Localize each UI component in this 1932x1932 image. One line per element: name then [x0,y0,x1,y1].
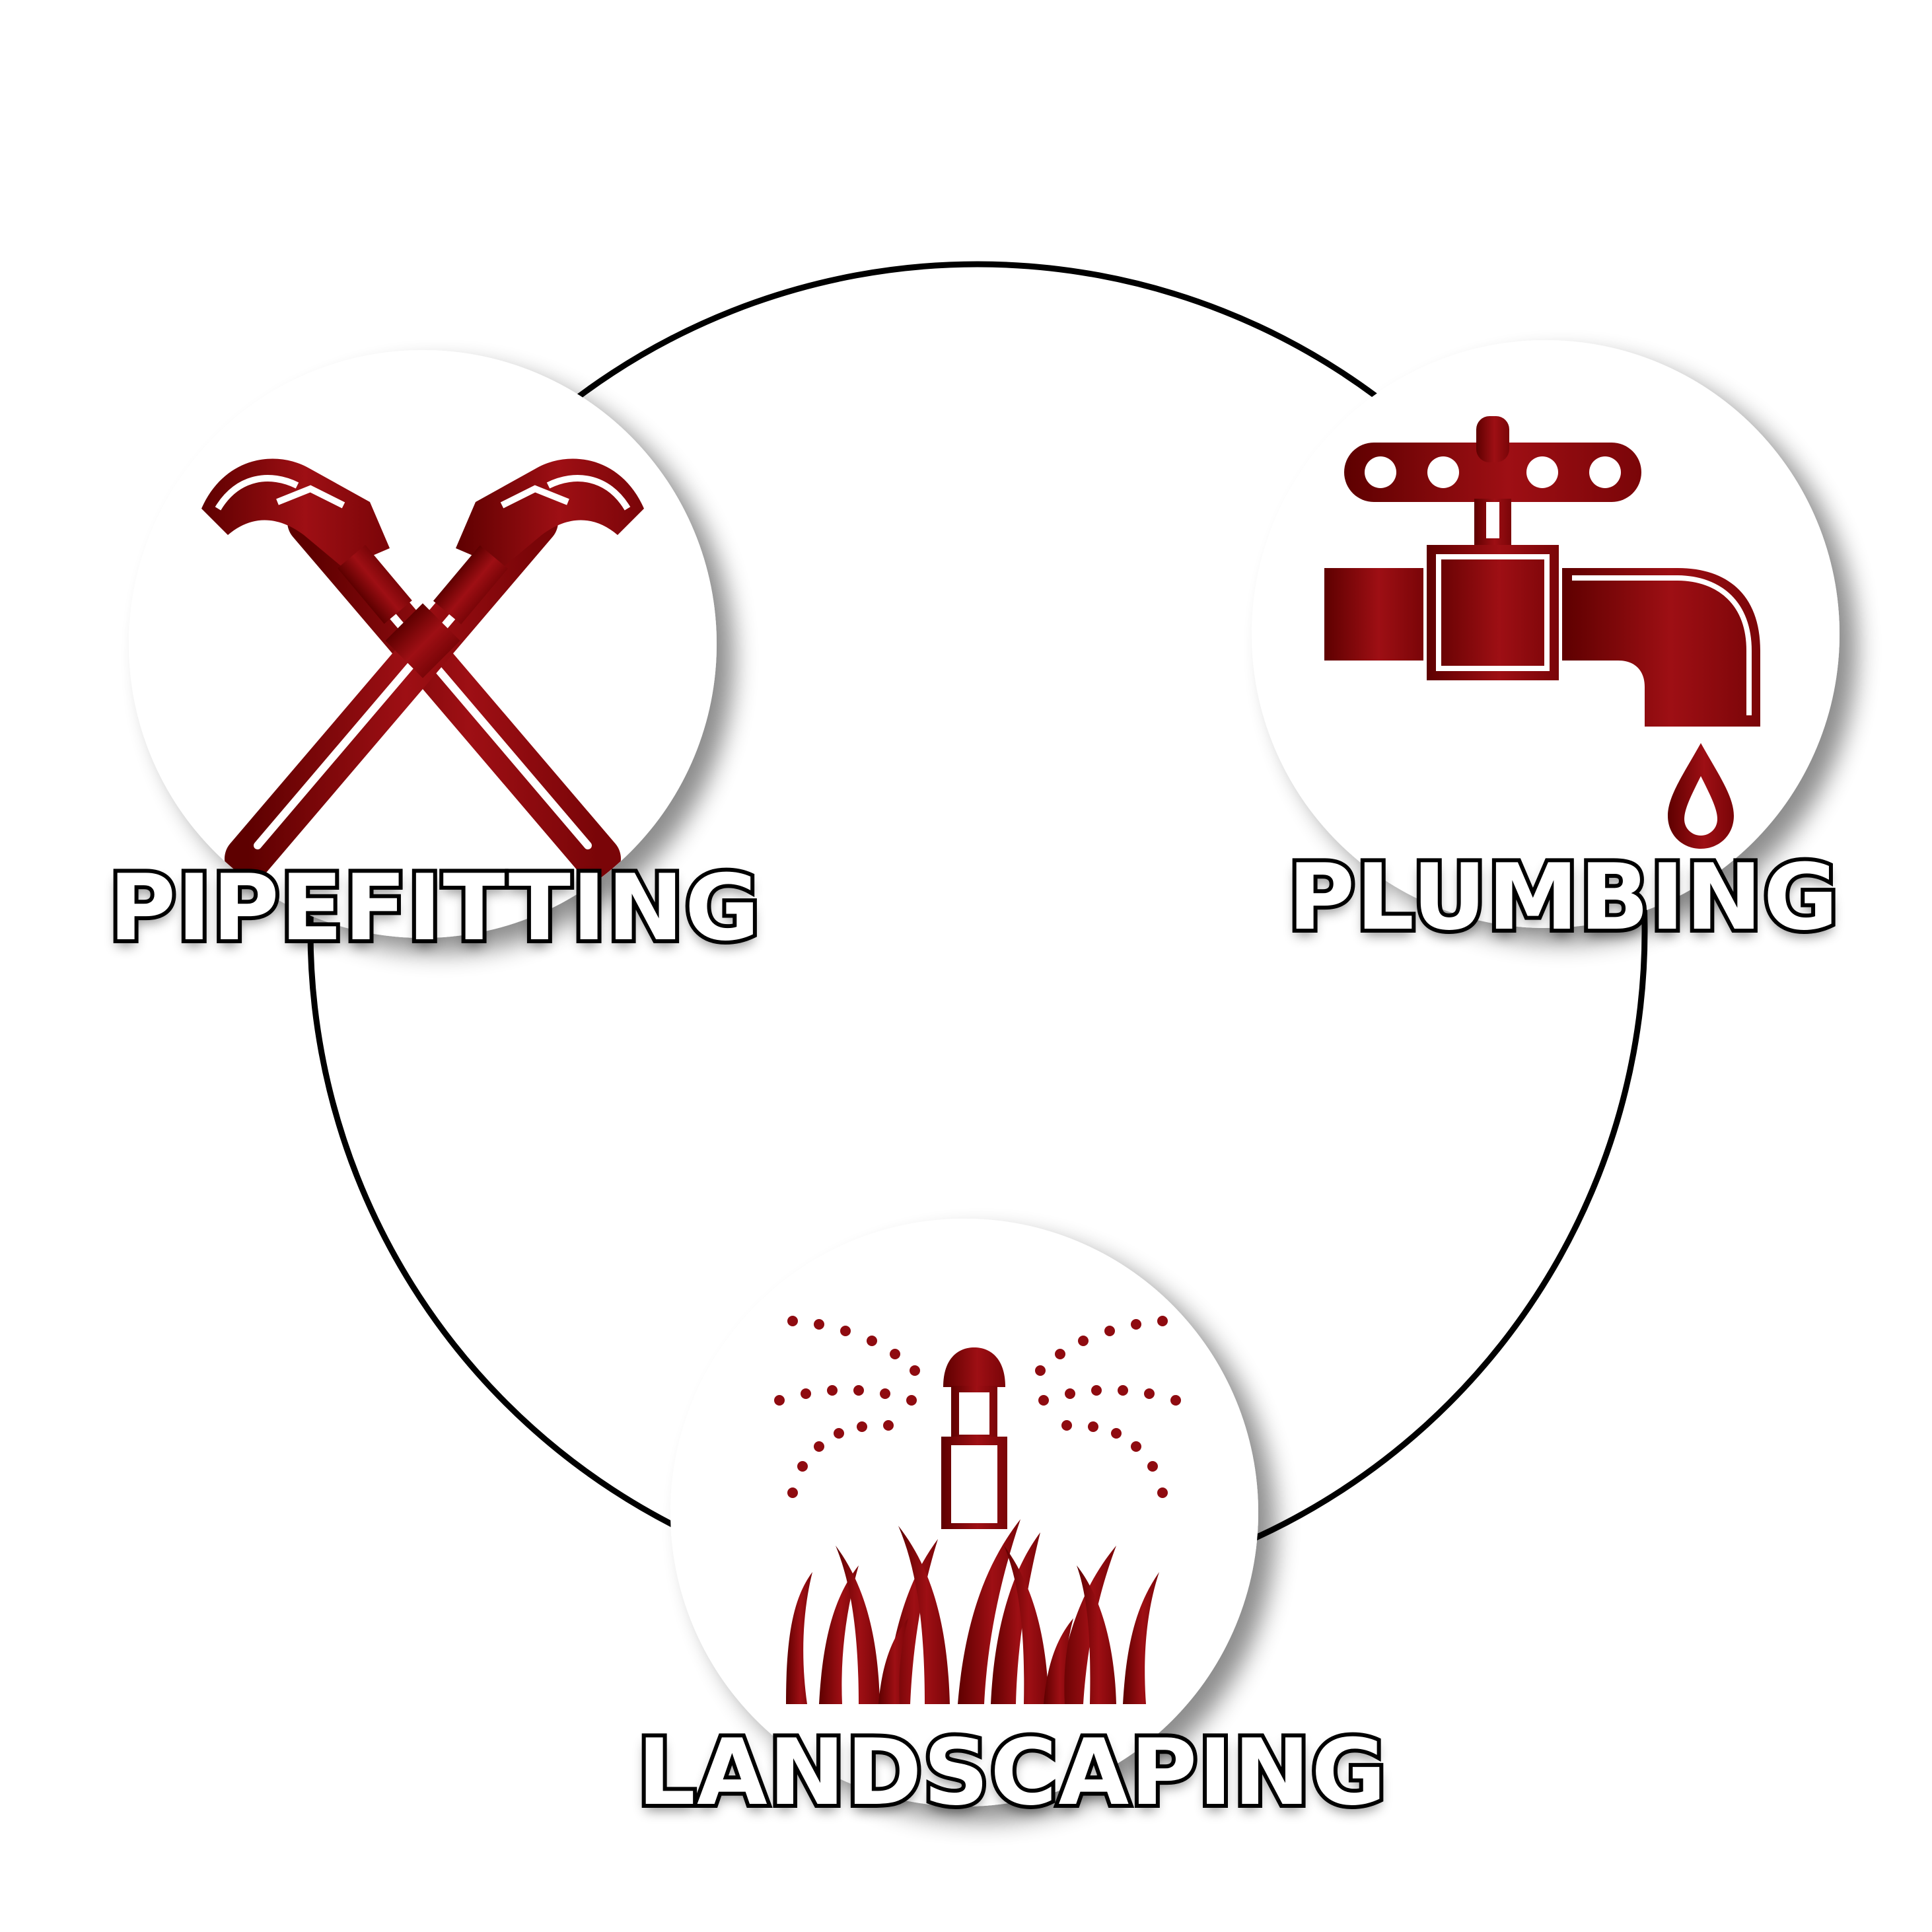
pipefitting-badge [129,350,717,938]
crossed-pipe-wrenches-icon [201,458,644,882]
landscaping-label: LANDSCAPING [633,1719,1390,1826]
plumbing-label: PLUMBING [1284,844,1842,950]
pipefitting-label: PIPEFITTING [105,855,764,961]
landscaping-badge [670,1219,1258,1807]
lawn-sprinkler-icon [774,1316,1181,1704]
water-faucet-icon [1324,416,1760,849]
plumbing-badge [1252,340,1840,928]
